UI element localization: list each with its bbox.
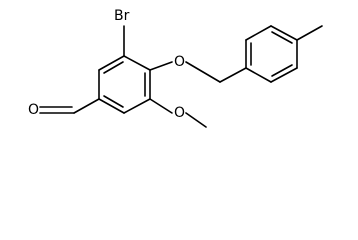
methoxy-oxygen-label: O — [174, 105, 185, 121]
aldehyde-oxygen-label: O — [28, 102, 39, 118]
ring-a-bond-2 — [123, 55, 151, 71]
methoxy-ring-bond — [149, 98, 173, 114]
ring-a-bond-4 — [123, 98, 151, 114]
ring-b-double-2 — [271, 64, 293, 77]
aldehyde-c-bond — [73, 98, 100, 114]
ring-a-double-3 — [103, 95, 124, 108]
ether-oxygen-label: O — [174, 54, 185, 70]
methoxy-methyl-bond — [185, 112, 207, 128]
ring-a-bond-5 — [98, 98, 125, 114]
ring-b-bond-5 — [245, 25, 272, 41]
aldehyde-group — [39, 98, 100, 114]
chemical-structure-diagram: Br O O O — [28, 8, 323, 128]
ring-b-bond-4 — [270, 25, 298, 41]
ring-a-double-1 — [103, 61, 124, 74]
ring-b-bond-2 — [270, 67, 298, 83]
para-methyl-bond — [296, 25, 323, 41]
ch2-ring-bond — [219, 67, 247, 83]
bromine-atom-label: Br — [114, 8, 130, 24]
methoxy-group — [149, 98, 207, 128]
ring-b-double-3 — [271, 31, 293, 44]
ether-ring-bond — [149, 61, 173, 71]
benzyl-ether-linkage — [149, 61, 247, 83]
benzaldehyde-ring — [98, 55, 151, 114]
ether-ch2-bond — [185, 61, 221, 83]
ring-a-bond-1 — [98, 55, 125, 71]
tolyl-ring — [245, 25, 298, 83]
ring-b-bond-1 — [245, 67, 272, 83]
